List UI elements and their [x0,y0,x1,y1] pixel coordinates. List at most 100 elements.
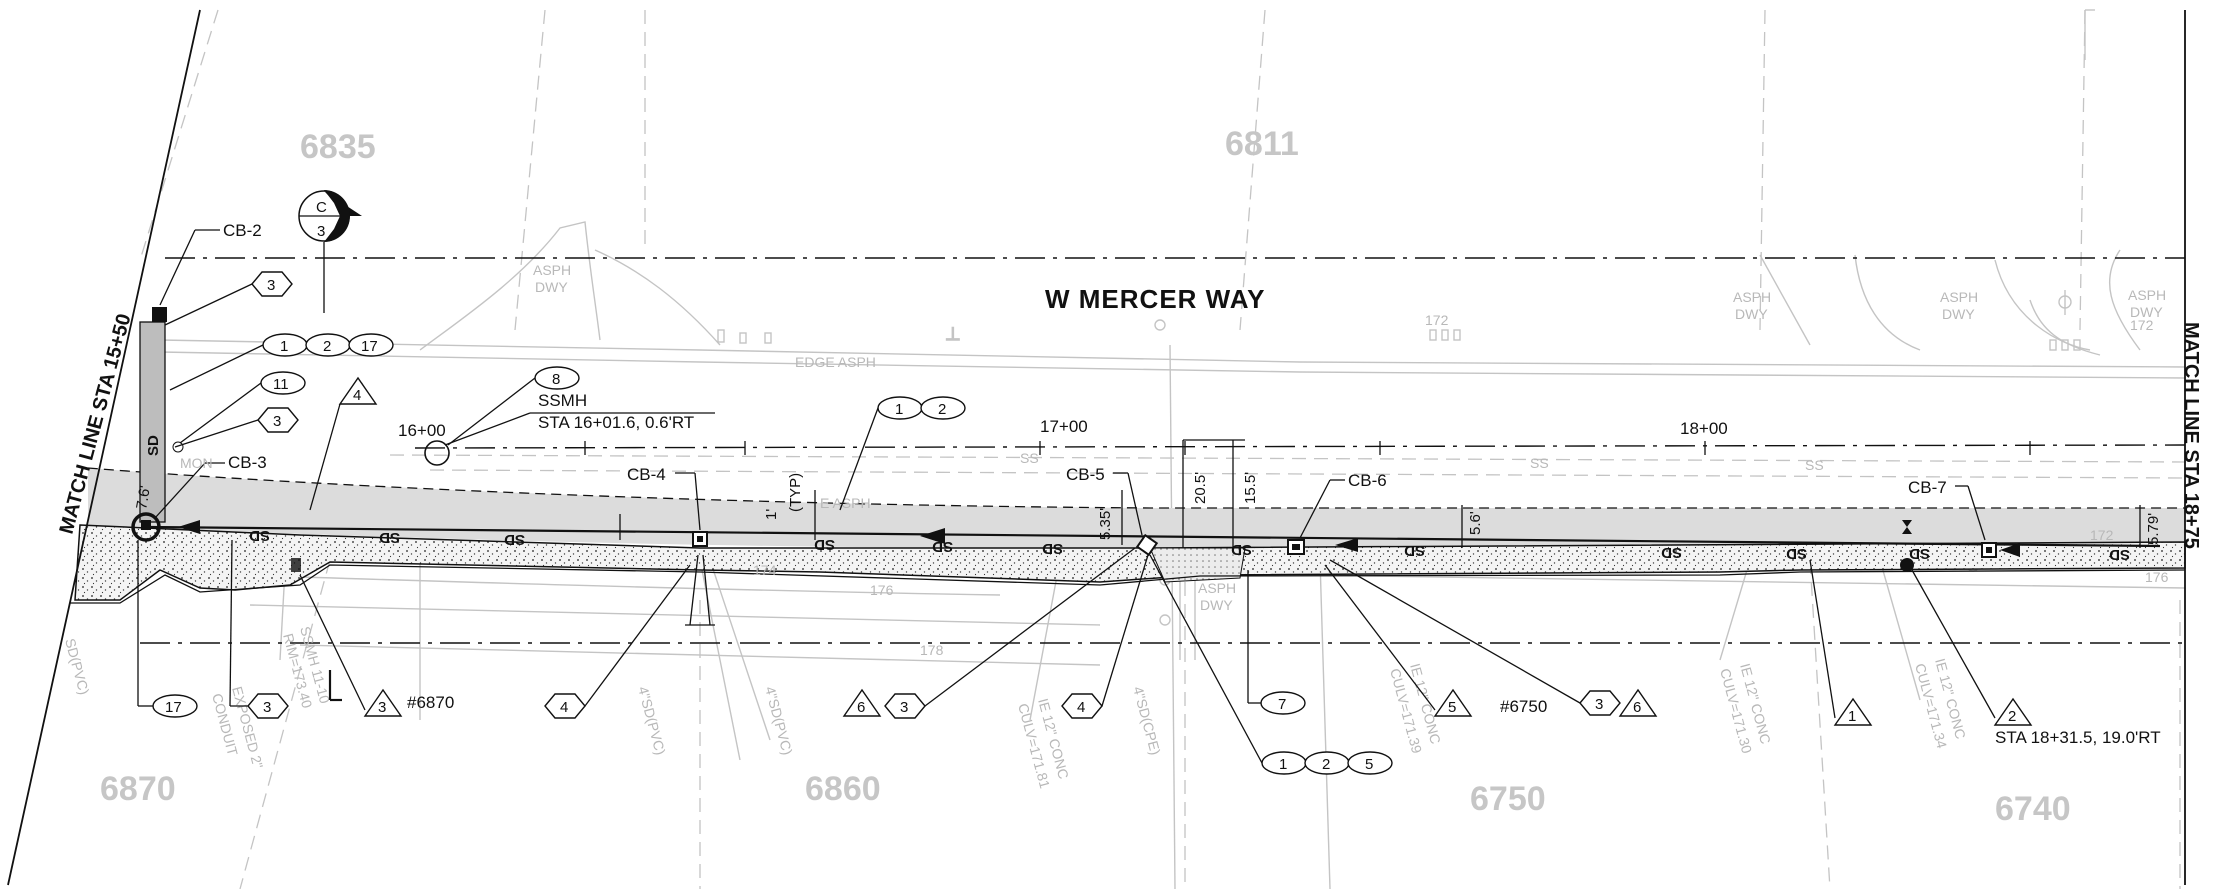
note-1-2-11: 1 2 17 [169,333,394,391]
tri-note-1: 1 [1809,559,1873,726]
svg-text:⊥: ⊥ [945,324,961,344]
section-sheet: 3 [317,223,325,240]
dwy-label: DWY [535,279,568,295]
svg-text:2: 2 [1322,756,1330,773]
note-17: 1717 [137,540,198,718]
edge-asph-label: EDGE ASPH [795,354,876,370]
dim-5-79: 5.79' [2145,513,2162,545]
contour-178: 178 [920,642,944,658]
hex-note-3-cb5: 3 [884,547,1136,719]
svg-text:4: 4 [1077,699,1085,716]
hex-note-3-lower: 3 [229,539,289,719]
sd-label: SD [249,527,270,544]
svg-text:3: 3 [1595,696,1603,713]
asph-label: ASPH [1940,289,1978,305]
address-6870: #6870 [407,693,454,712]
note-7: 7 [1247,570,1306,715]
cb-2-label: CB-2 [223,221,262,240]
note-1-2: 1 2 [839,396,966,511]
sd-label: SD [1404,542,1425,559]
lot-6811: 6811 [1225,125,1299,163]
sd-label: SD [1909,545,1930,562]
mon-label: MON [180,455,213,471]
dim-typ: (TYP) [787,473,804,512]
ss-label: SS [1530,455,1549,471]
sd-label: SD [932,538,953,555]
note-10: 11 [179,371,306,444]
road-lines [140,257,2186,644]
svg-text:1: 1 [1848,708,1856,725]
lot-6860: 6860 [805,770,881,808]
sd-label: SD [1231,541,1252,558]
sd-label: SD [379,529,400,546]
sd-label: SD [814,536,835,553]
svg-text:1: 1 [1279,756,1287,773]
dwy-label: DWY [1735,306,1768,322]
ss-label: SS [1020,450,1039,466]
hex-note-3-cb2: 3 [164,271,293,326]
tri-note-4-upper: 4 [309,376,378,511]
lot-6750: 6750 [1470,780,1546,818]
sd-label: SD [1786,545,1807,562]
tri-note-5-6750: 5 [1324,564,1473,717]
match-line-right: MATCH LINE STA 18+75 [2180,322,2202,549]
structures [131,307,1997,572]
asph-label: ASPH [1198,580,1236,596]
contour-172: 172 [2090,527,2114,543]
asph-label: ASPH [533,262,571,278]
hex-note-4-cb5: 4 [1061,554,1149,719]
cb-5-symbol [1135,533,1159,557]
asph-label: ASPH [2128,287,2166,303]
svg-text:3: 3 [900,699,908,716]
dim-5-6: 5.6' [1467,511,1484,535]
lot-6870: 6870 [100,770,176,808]
sd-label: SD [1042,540,1063,557]
svg-text:2: 2 [2008,708,2016,725]
note-bubbles: 1 2 17 11 8 1 2 1717 7 1 [137,271,2033,775]
road-name: W MERCER WAY [1045,284,1266,314]
ssmh-symbol [424,440,450,466]
existing-features: ⊥ [139,9,2186,889]
note-8: 8 [447,366,580,446]
section-callout: C 3 [298,190,362,313]
sd-label: SD [2109,546,2130,563]
cb-3-label: CB-3 [228,453,267,472]
svg-text:3: 3 [267,277,275,294]
contour-176: 176 [870,582,894,598]
sd-label: SD [1661,544,1682,561]
svg-text:3: 3 [378,699,386,716]
sd-cpe-label: 4"SD(CPE) [1130,685,1164,757]
tri-note-6-cb6: 6 [1618,688,1658,717]
hex-note-3-cb6: 3 [1329,559,1621,716]
svg-text:2: 2 [938,401,946,418]
svg-text:6: 6 [1633,699,1641,716]
svg-text:3: 3 [273,413,281,430]
svg-text:17: 17 [361,338,378,355]
lot-6835: 6835 [300,128,376,166]
tri-note-3-6870: 3 [299,574,403,717]
svg-text:4: 4 [560,699,568,716]
ss-label: SS [1805,457,1824,473]
sd-vertical-label: SD [145,435,162,456]
svg-text:5: 5 [1448,699,1456,716]
sd-label: SD [504,531,525,548]
edge-asph-short-label: E ASPH [820,495,871,511]
note-1-2-5: 1 2 5 [1149,554,1393,775]
lot-6740: 6740 [1995,790,2071,828]
svg-text:4: 4 [353,387,361,404]
dim-20-5: 20.5' [1192,472,1209,504]
dim-1ft: 1' [763,509,780,520]
cb-7-label: CB-7 [1908,478,1947,497]
svg-text:1: 1 [280,338,288,355]
cb-5-label: CB-5 [1066,465,1105,484]
station-17: 17+00 [1040,417,1088,436]
cb-6-label: CB-6 [1348,471,1387,490]
svg-text:6: 6 [857,699,865,716]
contour-172: 172 [1425,312,1449,328]
contour-172: 172 [2130,317,2154,333]
labels: W MERCER WAY MATCH LINE STA 15+50 MATCH … [56,125,2202,828]
dim-7-6: 7.6' [133,484,154,510]
tri-note-6-cb5: 6 [842,688,882,717]
hex-note-4-cb4: 4 [544,564,691,719]
